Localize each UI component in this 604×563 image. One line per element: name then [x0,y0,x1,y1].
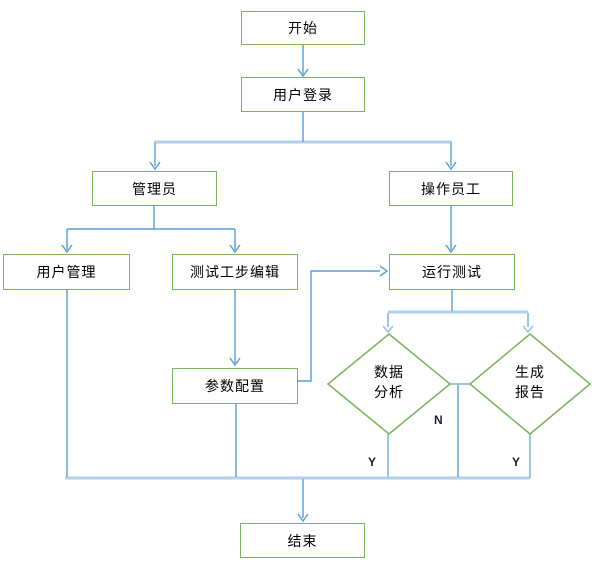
arrowhead-into-analysis [382,325,394,334]
node-admin: 管理员 [92,171,217,206]
arrowhead-into-report [522,325,534,334]
node-start-label: 开始 [288,20,318,36]
arrowhead-into-paramconfig [229,357,241,367]
arrowhead-into-usermgmt [61,244,73,254]
arrowhead-into-admin [149,161,161,171]
arrowhead-into-login [297,68,309,78]
gen-report-label: 生成 报告 [515,364,545,400]
node-step-edit: 测试工步编辑 [172,254,298,290]
node-end-label: 结束 [287,532,318,549]
data-analysis-diamond [326,333,452,435]
node-param-config: 参数配置 [172,368,298,404]
label-report-yes: Y [512,455,521,469]
node-step-edit-label: 测试工步编辑 [190,264,280,280]
node-user-mgmt-label: 用户管理 [36,264,97,280]
label-analysis-yes: Y [368,455,377,469]
arrowhead-into-runtest-top [445,244,457,254]
gen-report-diamond [468,333,592,435]
node-login-label: 用户登录 [273,86,333,103]
data-analysis-label: 数据 分析 [374,364,404,400]
label-no: N [434,413,443,427]
node-user-mgmt: 用户管理 [3,254,130,290]
node-end: 结束 [240,523,365,558]
node-admin-label: 管理员 [132,180,177,197]
arrowhead-into-operator [445,161,457,171]
node-run-test: 运行测试 [389,254,515,290]
node-start: 开始 [241,11,365,45]
node-param-config-label: 参数配置 [205,378,265,394]
edge-paramconfig-runtest [298,270,380,382]
arrowhead-into-runtest-left [379,265,389,277]
node-operator-label: 操作员工 [421,180,481,197]
node-login: 用户登录 [241,77,365,112]
node-run-test-label: 运行测试 [422,264,482,280]
arrowhead-into-stepedit [229,244,241,254]
arrowhead-into-end [297,513,309,523]
node-operator: 操作员工 [389,171,513,206]
